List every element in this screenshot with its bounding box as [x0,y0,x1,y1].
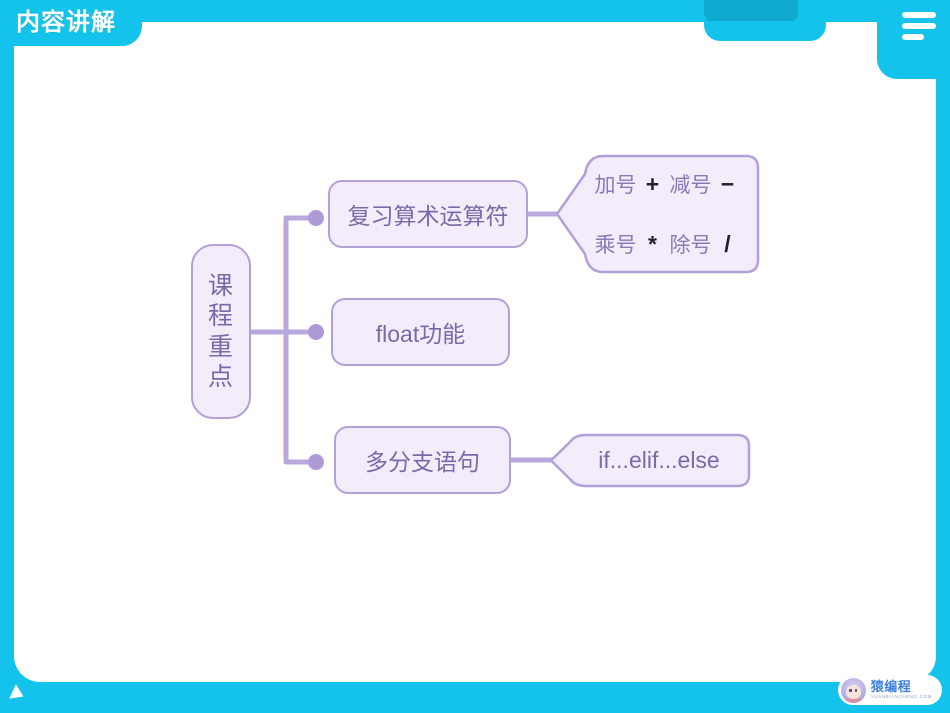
slide-title-tab: 内容讲解 [0,0,142,46]
card-menu-cutout [877,21,937,79]
avatar-eye-right [854,688,858,692]
brand-text: 猿编程 YUANBIANCHENG.COM [871,680,932,700]
mindmap-node-multibranch[interactable]: 多分支语句 [334,426,511,494]
mindmap-detail-ifelse[interactable]: if...elif...else [549,433,751,488]
brand-logo: 猿编程 YUANBIANCHENG.COM [837,675,942,705]
card-notch-cutout [704,21,826,41]
mindmap: 课 程 重 点 复习算术运算符 加号 + [14,22,936,682]
hamburger-menu-icon[interactable] [902,12,936,40]
top-tab-notch [704,0,798,24]
menu-bar-2 [902,23,936,29]
operators-flag-shape [555,154,760,274]
mindmap-detail-operators[interactable]: 加号 + 减号 − 乘号 * 除 [555,154,760,274]
root-char-3: 重 [207,332,234,361]
mindmap-connectors [234,210,568,470]
avatar-face [845,684,861,699]
ifelse-flag-shape [549,433,751,488]
content-card: 课 程 重 点 复习算术运算符 加号 + [14,21,937,682]
brand-subtitle: YUANBIANCHENG.COM [870,694,932,700]
avatar-body [843,695,863,703]
menu-bar-3 [902,34,924,40]
root-char-1: 课 [207,271,234,300]
mindmap-root-node[interactable]: 课 程 重 点 [191,244,251,419]
page-title: 内容讲解 [16,9,116,36]
mindmap-node-arithmetic[interactable]: 复习算术运算符 [328,180,528,248]
mindmap-node-float[interactable]: float功能 [331,298,510,366]
play-triangle-icon[interactable] [9,684,27,704]
root-char-2: 程 [207,302,234,330]
brand-name: 猿编程 [870,679,912,695]
avatar-eye-left [849,688,852,692]
menu-bar-1 [902,12,936,18]
monkey-avatar-icon [840,677,866,703]
root-char-4: 点 [207,363,234,391]
